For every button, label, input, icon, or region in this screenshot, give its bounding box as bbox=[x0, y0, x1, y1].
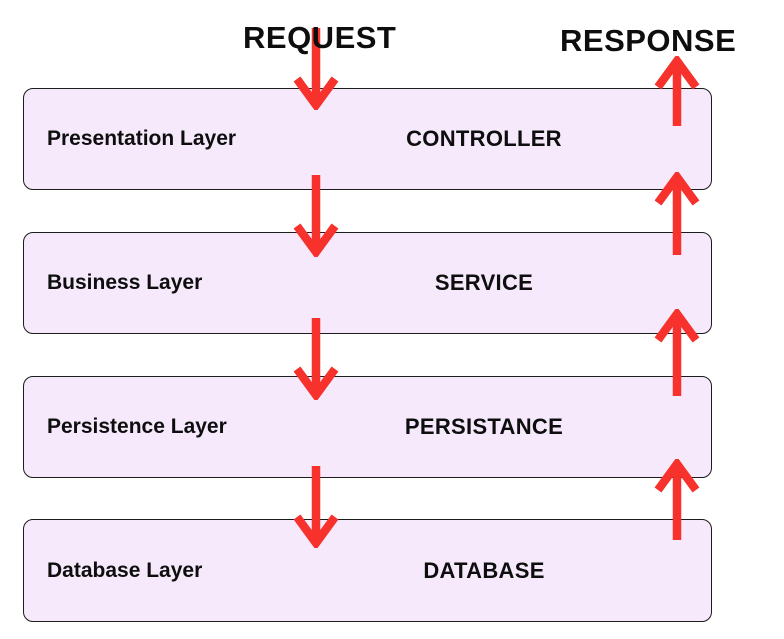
layer-component: DATABASE bbox=[423, 557, 545, 583]
layer-box-persistence: Persistence Layer PERSISTANCE bbox=[23, 376, 712, 478]
layer-name: Persistence Layer bbox=[47, 415, 227, 438]
layer-name: Presentation Layer bbox=[47, 127, 237, 150]
response-flow-arrow-2 bbox=[653, 172, 701, 257]
layer-box-database: Database Layer DATABASE bbox=[23, 519, 712, 622]
layer-box-presentation: Presentation Layer CONTROLLER bbox=[23, 88, 712, 190]
response-flow-arrow-4 bbox=[653, 459, 701, 542]
request-flow-arrow-1 bbox=[292, 28, 340, 110]
layer-name: Business Layer bbox=[47, 271, 203, 294]
layer-name: Database Layer bbox=[47, 558, 203, 582]
response-label: RESPONSE bbox=[560, 23, 737, 58]
request-flow-arrow-2 bbox=[292, 175, 340, 257]
layer-component: PERSISTANCE bbox=[404, 414, 564, 439]
layer-box-business: Business Layer SERVICE bbox=[23, 232, 712, 334]
response-flow-arrow-3 bbox=[653, 309, 701, 398]
layer-component: CONTROLLER bbox=[406, 126, 562, 151]
request-flow-arrow-3 bbox=[292, 318, 340, 400]
request-flow-arrow-4 bbox=[292, 466, 340, 548]
layer-component: SERVICE bbox=[434, 270, 534, 295]
response-flow-arrow-1 bbox=[653, 56, 701, 128]
request-label: REQUEST bbox=[243, 20, 397, 55]
